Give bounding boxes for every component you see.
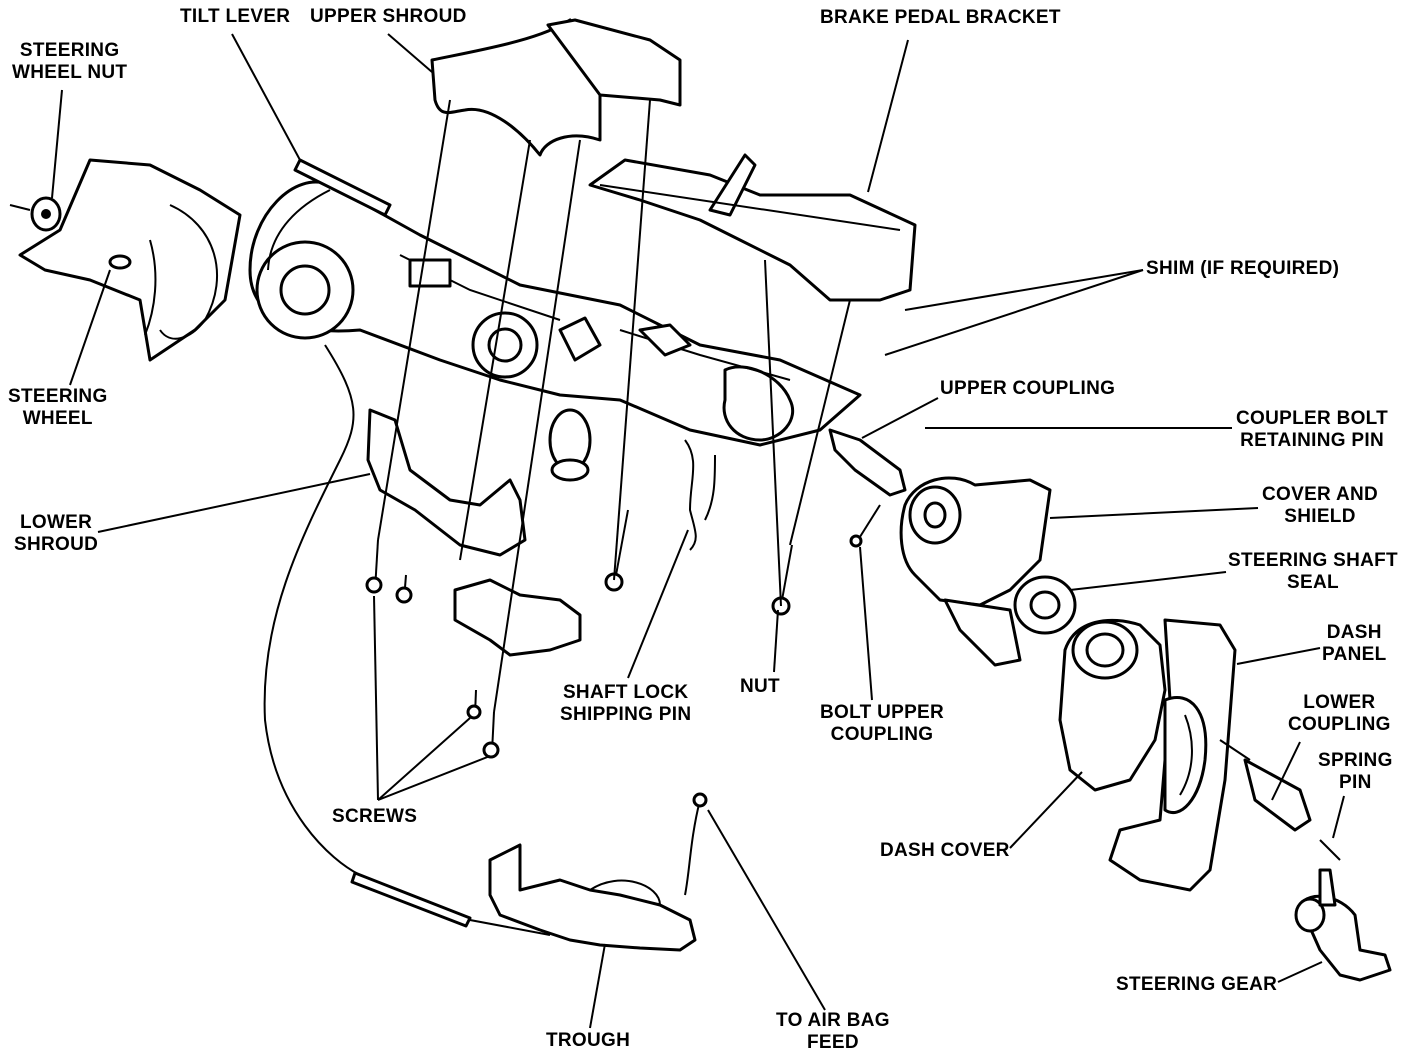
upper-shroud <box>430 18 682 157</box>
label-lower-shroud: LOWER SHROUD <box>14 512 99 555</box>
label-steering-wheel: STEERING WHEEL <box>8 386 108 429</box>
brake-pedal-bracket <box>588 153 917 302</box>
label-shim: SHIM (IF REQUIRED) <box>1146 258 1340 279</box>
alignment-lines <box>377 99 851 713</box>
dash-panel-part <box>1058 618 1237 892</box>
steering-shaft-seal-part <box>1013 575 1077 635</box>
trough-part <box>488 792 708 952</box>
label-bolt-upper-coupling: BOLT UPPER COUPLING <box>820 702 945 745</box>
label-tilt-lever: TILT LEVER <box>180 6 291 27</box>
label-steering-shaft-seal: STEERING SHAFT SEAL <box>1228 550 1398 593</box>
label-screws: SCREWS <box>332 806 418 827</box>
label-upper-shroud: UPPER SHROUD <box>310 6 467 27</box>
label-brake-pedal-bracket: BRAKE PEDAL BRACKET <box>820 7 1061 28</box>
label-cover-and-shield: COVER AND SHIELD <box>1262 484 1379 527</box>
cover-and-shield-part <box>899 476 1052 667</box>
label-dash-cover: DASH COVER <box>880 840 1010 861</box>
upper-coupling-part <box>828 428 907 497</box>
label-coupler-bolt-retaining-pin: COUPLER BOLT RETAINING PIN <box>1236 408 1389 451</box>
label-steering-wheel-nut: STEERING WHEEL NUT <box>12 40 128 83</box>
tilt-lever <box>293 158 392 217</box>
lower-coupling-part <box>1219 739 1341 861</box>
leader-lines <box>51 33 1345 1029</box>
label-dash-panel: DASH PANEL <box>1322 622 1387 665</box>
label-upper-coupling: UPPER COUPLING <box>940 378 1116 399</box>
steering-wheel-nut <box>9 196 62 232</box>
label-trough: TROUGH <box>546 1030 631 1051</box>
label-nut: NUT <box>740 676 780 697</box>
label-to-air-bag-feed: TO AIR BAG FEED <box>776 1010 890 1053</box>
label-spring-pin: SPRING PIN <box>1318 750 1393 793</box>
wiring-harness <box>263 344 716 936</box>
label-steering-gear: STEERING GEAR <box>1116 974 1278 995</box>
label-lower-coupling: LOWER COUPLING <box>1288 692 1391 735</box>
clockspring <box>548 408 592 482</box>
steering-gear-part <box>1294 868 1392 982</box>
steering-wheel <box>18 158 242 362</box>
lower-shroud <box>366 408 582 657</box>
label-shaft-lock-shipping-pin: SHAFT LOCK SHIPPING PIN <box>560 682 692 725</box>
